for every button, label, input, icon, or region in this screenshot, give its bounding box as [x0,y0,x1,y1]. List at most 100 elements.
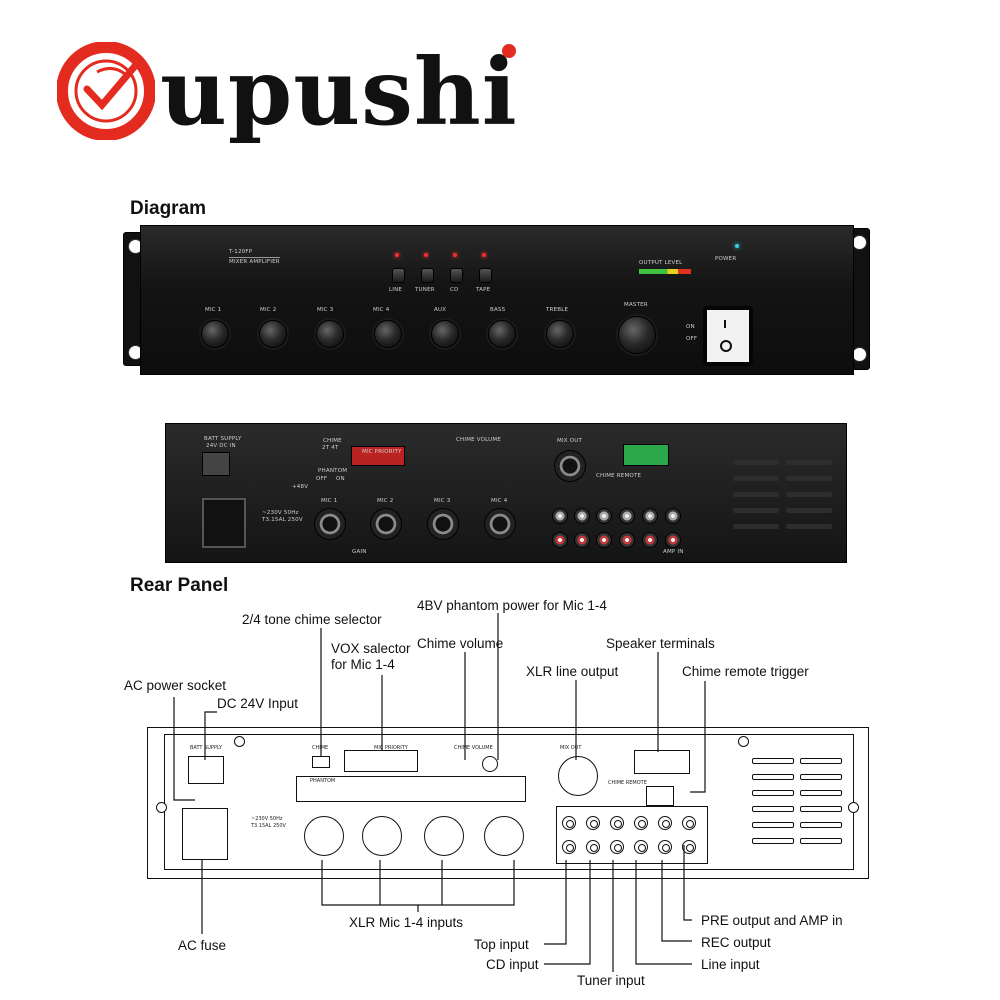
rear-panel-photo: BATT SUPPLY 24V DC IN ~230V 50Hz T3.15AL… [165,423,847,563]
output-level-meter [639,269,691,274]
mic2-volume-knob[interactable] [259,320,287,348]
power-switch[interactable] [703,306,753,366]
amp-in-drawing[interactable] [682,840,696,854]
rec-out-rca-red[interactable] [642,532,658,548]
mic-priority-switch[interactable] [351,446,405,466]
vent-slot [786,524,832,529]
vent-slot [786,508,832,513]
led-cd [453,253,457,257]
dc-terminal[interactable] [188,756,224,784]
cd-in-drawing[interactable] [586,816,600,830]
batt-terminal[interactable] [202,452,230,476]
mic1-xlr-input[interactable] [314,508,346,540]
line-in-rca-red[interactable] [619,532,635,548]
mic2-xlr-drawing[interactable] [362,816,402,856]
callout-phantom-power: 4BV phantom power for Mic 1-4 [417,598,607,613]
rec-out-drawing-2[interactable] [658,840,672,854]
vent-slot [786,476,832,481]
callout-xlr-mic-inputs: XLR Mic 1-4 inputs [349,915,464,930]
tape-in-rca[interactable] [552,508,568,524]
mix-out-xlr[interactable] [554,450,586,482]
drawing-ac-spec-1: ~230V 50Hz [251,816,283,822]
pre-out-drawing[interactable] [682,816,696,830]
vent-line [800,838,842,844]
front-panel: T-120FP MIXER AMPLIFIER LINE TUNER CD TA… [140,225,854,375]
ac-socket-drawing[interactable] [182,808,228,860]
chime-volume-label: CHIME VOLUME [456,437,501,443]
mic1-xlr-drawing[interactable] [304,816,344,856]
master-volume-knob[interactable] [618,316,656,354]
vent-slot [733,460,779,465]
bass-knob[interactable] [488,320,516,348]
chime-remote-terminal[interactable] [646,786,674,806]
callout-pre-output: PRE output and AMP in [701,913,843,928]
tape-selector-button[interactable] [479,268,492,283]
line-in-rca[interactable] [619,508,635,524]
tape-in-drawing[interactable] [562,816,576,830]
pre-out-rca[interactable] [665,508,681,524]
line-selector-button[interactable] [392,268,405,283]
mic1-volume-knob[interactable] [201,320,229,348]
mic4-xlr-drawing[interactable] [484,816,524,856]
vent-line [800,822,842,828]
tuner-in-rca[interactable] [596,508,612,524]
tape-in-drawing-2[interactable] [562,840,576,854]
brand-wordmark: upushi [160,38,518,146]
speaker-terminals[interactable] [634,750,690,774]
speaker-terminal-block[interactable] [623,444,669,466]
knob-label-bass: BASS [490,307,506,313]
vent-line [752,806,794,812]
vent-line [752,822,794,828]
mic4-volume-knob[interactable] [374,320,402,348]
phantom-switch-block[interactable] [296,776,526,802]
tape-in-rca-red[interactable] [552,532,568,548]
callout-vox-selector-1: VOX salector [331,641,411,656]
mic3-xlr-drawing[interactable] [424,816,464,856]
power-switch-off-mark [720,340,732,352]
mic3-xlr-input[interactable] [427,508,459,540]
chime-selector-switch[interactable] [312,756,330,768]
knob-label-mic3: MIC 3 [317,307,334,313]
ac-spec-2: T3.15AL 250V [262,517,303,523]
rear-panel-title: Rear Panel [130,575,229,596]
mic4-xlr-input[interactable] [484,508,516,540]
mic3-volume-knob[interactable] [316,320,344,348]
rca-input-frame [556,806,708,864]
drawing-batt-supply: BATT SUPPLY [190,745,223,751]
tuner-in-drawing-2[interactable] [610,840,624,854]
pre-out-rca-red[interactable] [665,532,681,548]
ac-socket[interactable] [202,498,246,548]
knob-label-mic1: MIC 1 [205,307,222,313]
vent-line [800,758,842,764]
cd-in-drawing-2[interactable] [586,840,600,854]
treble-knob[interactable] [546,320,574,348]
cd-selector-button[interactable] [450,268,463,283]
tuner-in-drawing[interactable] [610,816,624,830]
mic2-xlr-input[interactable] [370,508,402,540]
callout-top-input: Top input [474,937,529,952]
tuner-in-rca-red[interactable] [596,532,612,548]
line-in-drawing[interactable] [634,816,648,830]
chime-volume-knob[interactable] [482,756,498,772]
line-in-drawing-2[interactable] [634,840,648,854]
cd-in-rca[interactable] [574,508,590,524]
chime-sub-label: 2T 4T [322,445,339,451]
xlr-line-output[interactable] [558,756,598,796]
screw-hole [156,802,167,813]
rec-out-rca[interactable] [642,508,658,524]
callout-chime-selector: 2/4 tone chime selector [242,612,382,627]
cd-in-rca-red[interactable] [574,532,590,548]
gain-label: GAIN [352,549,367,555]
aux-volume-knob[interactable] [431,320,459,348]
chime-remote-label: CHIME REMOTE [596,473,642,479]
tuner-selector-button[interactable] [421,268,434,283]
vox-selector-switch[interactable] [344,750,418,772]
switch-off-label: OFF [686,336,698,342]
callout-cd-input: CD input [486,957,539,972]
selector-label-line: LINE [389,287,403,293]
rec-out-drawing[interactable] [658,816,672,830]
led-tape [482,253,486,257]
chime-label: CHIME [323,438,342,444]
mic2-label: MIC 2 [377,498,394,504]
selector-label-tuner: TUNER [415,287,435,293]
